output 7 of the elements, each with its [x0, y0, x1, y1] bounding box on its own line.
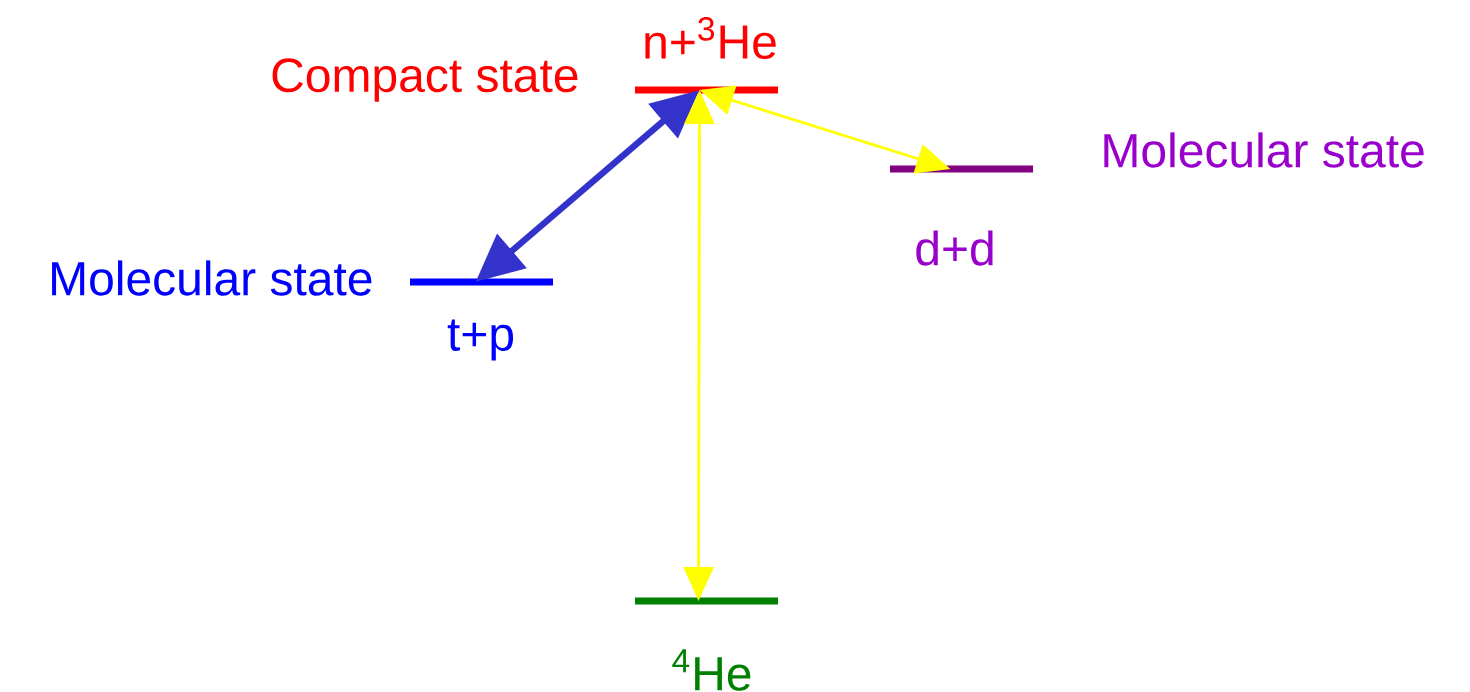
level-label: d+d	[916, 230, 993, 266]
level-label: $^{4}$He	[672, 649, 751, 691]
state-label: Molecular state	[52, 260, 372, 296]
level-label: n+$^{3}$He	[645, 17, 776, 59]
state-label: Compact state	[272, 58, 578, 102]
state-label: Molecular state	[1104, 132, 1424, 168]
level-label: t+p	[447, 319, 514, 361]
